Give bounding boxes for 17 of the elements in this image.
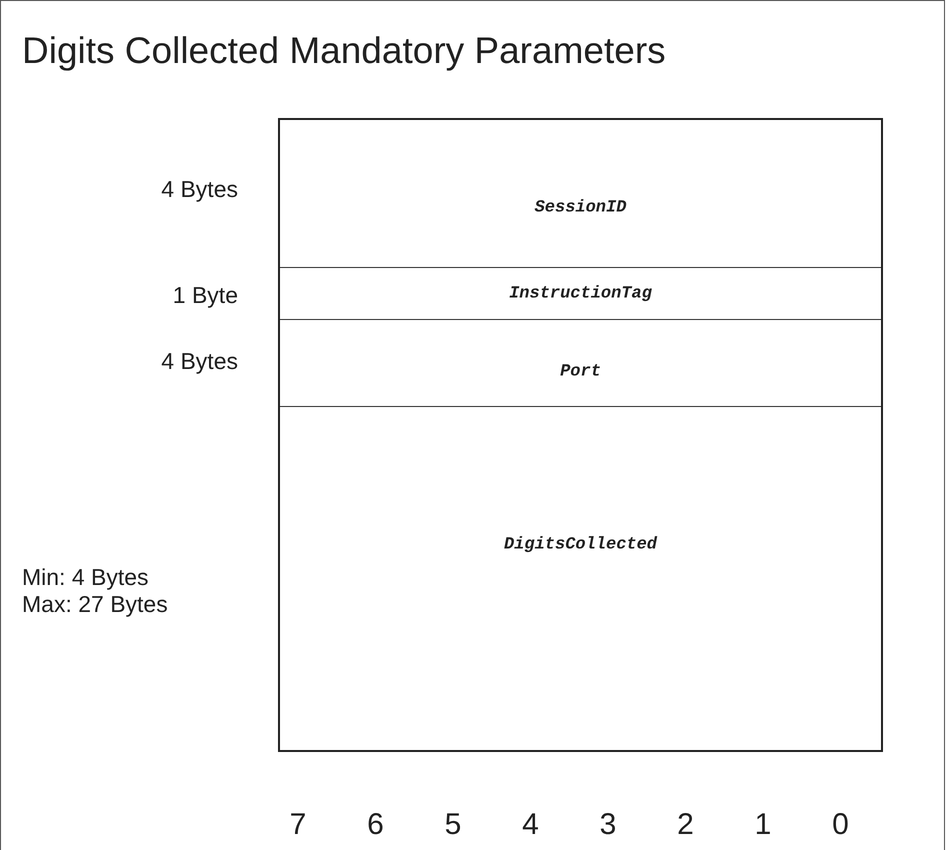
size-note: 4 Bytes [160,348,238,375]
bit-number: 2 [677,808,694,842]
bit-number: 0 [832,808,849,842]
field-name: Port [560,362,601,382]
size-note: Min: 4 Bytes Max: 27 Bytes [22,564,169,618]
size-note: 1 Byte [172,282,238,309]
field-name: DigitsCollected [504,536,658,554]
bit-number: 7 [290,808,306,842]
bit-number: 3 [600,808,616,842]
bit-number: 1 [754,808,772,842]
size-note: 4 Bytes [160,176,238,203]
bit-number: 4 [522,808,539,842]
bit-number: 6 [367,808,384,842]
field-name: InstructionTag [509,284,652,304]
diagram-title: Digits Collected Mandatory Parameters [22,30,666,72]
bit-number: 5 [444,808,462,842]
field-name: SessionID [534,198,626,218]
